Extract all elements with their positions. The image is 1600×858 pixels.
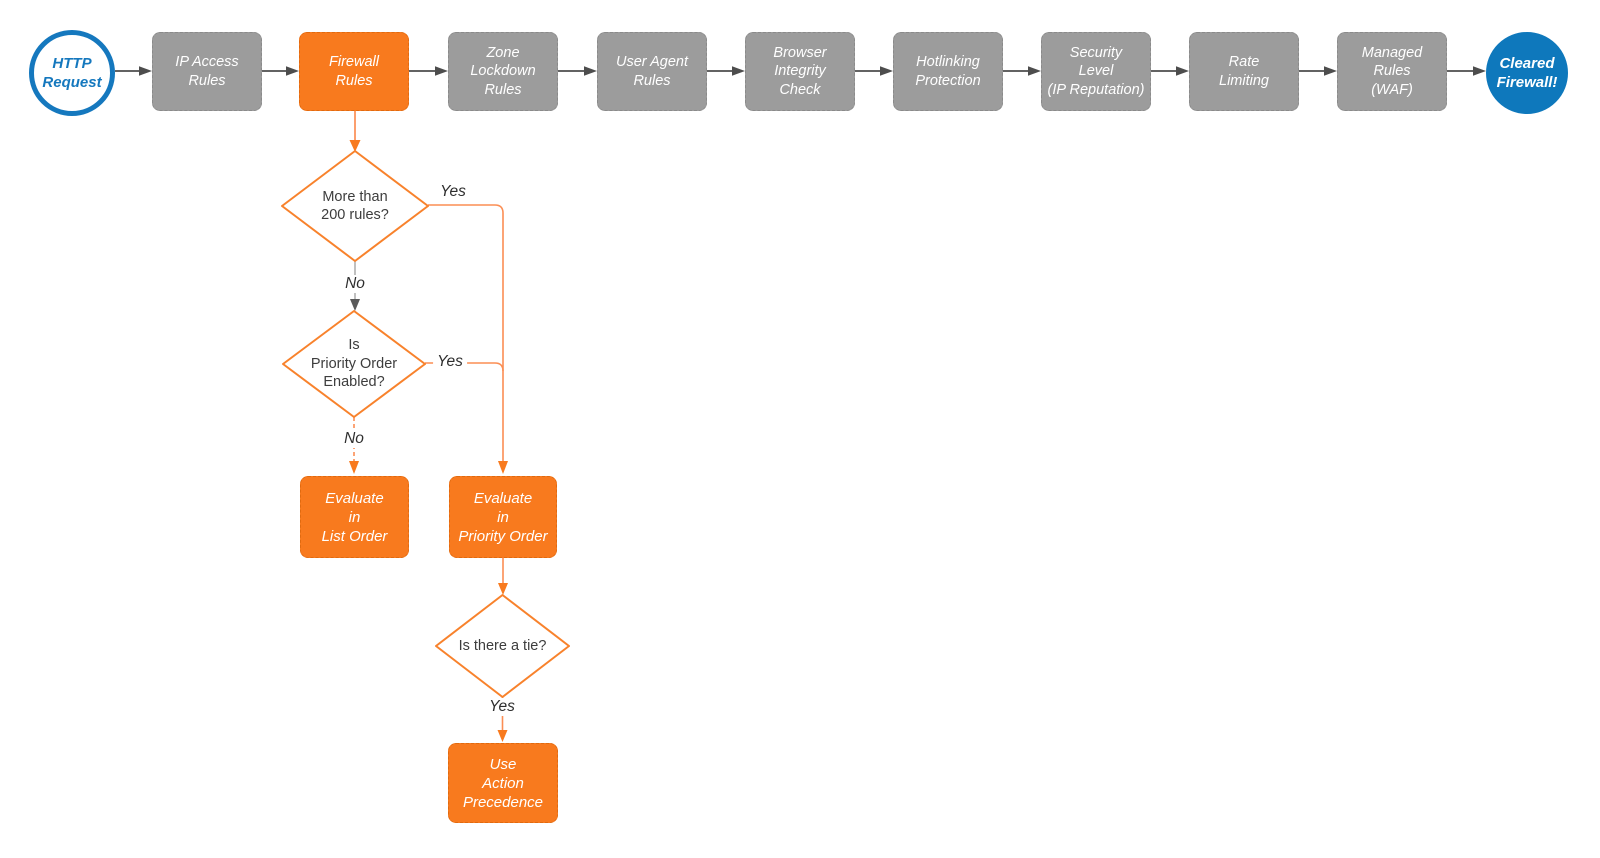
- edge-label-yes-200-rules: Yes: [440, 183, 466, 200]
- node-http-request-label: HTTP Request: [42, 55, 102, 91]
- decision-more-than-200-rules: More than 200 rules?: [290, 178, 420, 234]
- decision-priority-order-enabled-label: Is Priority Order Enabled?: [310, 337, 398, 391]
- edge-label-no-priority-enabled: No: [340, 430, 368, 448]
- edge-firewall-to-200rules: [349, 111, 361, 152]
- node-ip-access-rules: IP Access Rules: [152, 32, 262, 111]
- node-hotlinking-protection: Hotlinking Protection: [893, 32, 1003, 111]
- node-cleared-firewall-label: Cleared Firewall!: [1496, 55, 1558, 91]
- decision-is-there-a-tie-label: Is there a tie?: [458, 637, 547, 654]
- edge-label-no-200-rules: No: [341, 275, 369, 293]
- edge-yes-to-priority-order: [425, 204, 508, 474]
- node-cleared-firewall: Cleared Firewall!: [1486, 32, 1568, 114]
- node-security-level-label: Security Level (IP Reputation): [1047, 44, 1145, 98]
- edge-label-yes-priority-enabled: Yes: [433, 353, 467, 371]
- node-browser-integrity-check: Browser Integrity Check: [745, 32, 855, 111]
- node-hotlinking-protection-label: Hotlinking Protection: [915, 54, 981, 89]
- node-evaluate-in-list-order-label: Evaluate in List Order: [321, 489, 388, 545]
- node-managed-rules-waf-label: Managed Rules (WAF): [1361, 44, 1423, 98]
- node-zone-lockdown-rules: Zone Lockdown Rules: [448, 32, 558, 111]
- node-user-agent-rules-label: User Agent Rules: [616, 54, 688, 89]
- node-use-action-precedence: Use Action Precedence: [448, 743, 558, 823]
- node-user-agent-rules: User Agent Rules: [597, 32, 707, 111]
- decision-more-than-200-rules-label: More than 200 rules?: [321, 188, 389, 224]
- edge-priority-to-tie-decision: [498, 558, 508, 595]
- node-managed-rules-waf: Managed Rules (WAF): [1337, 32, 1447, 111]
- node-zone-lockdown-rules-label: Zone Lockdown Rules: [470, 44, 536, 98]
- node-ip-access-rules-label: IP Access Rules: [175, 54, 239, 89]
- node-evaluate-in-priority-order: Evaluate in Priority Order: [449, 476, 557, 558]
- node-browser-integrity-check-label: Browser Integrity Check: [773, 44, 827, 98]
- node-use-action-precedence-label: Use Action Precedence: [462, 755, 544, 811]
- node-rate-limiting-label: Rate Limiting: [1219, 54, 1269, 89]
- decision-priority-order-enabled: Is Priority Order Enabled?: [289, 330, 419, 398]
- node-http-request: HTTP Request: [29, 30, 115, 116]
- decision-is-there-a-tie: Is there a tie?: [437, 626, 568, 666]
- node-firewall-rules: Firewall Rules: [299, 32, 409, 111]
- node-firewall-rules-label: Firewall Rules: [329, 54, 379, 89]
- node-security-level: Security Level (IP Reputation): [1041, 32, 1151, 111]
- edge-label-yes-tie: Yes: [485, 698, 519, 716]
- node-rate-limiting: Rate Limiting: [1189, 32, 1299, 111]
- node-evaluate-in-list-order: Evaluate in List Order: [300, 476, 409, 558]
- node-evaluate-in-priority-order-label: Evaluate in Priority Order: [458, 489, 548, 545]
